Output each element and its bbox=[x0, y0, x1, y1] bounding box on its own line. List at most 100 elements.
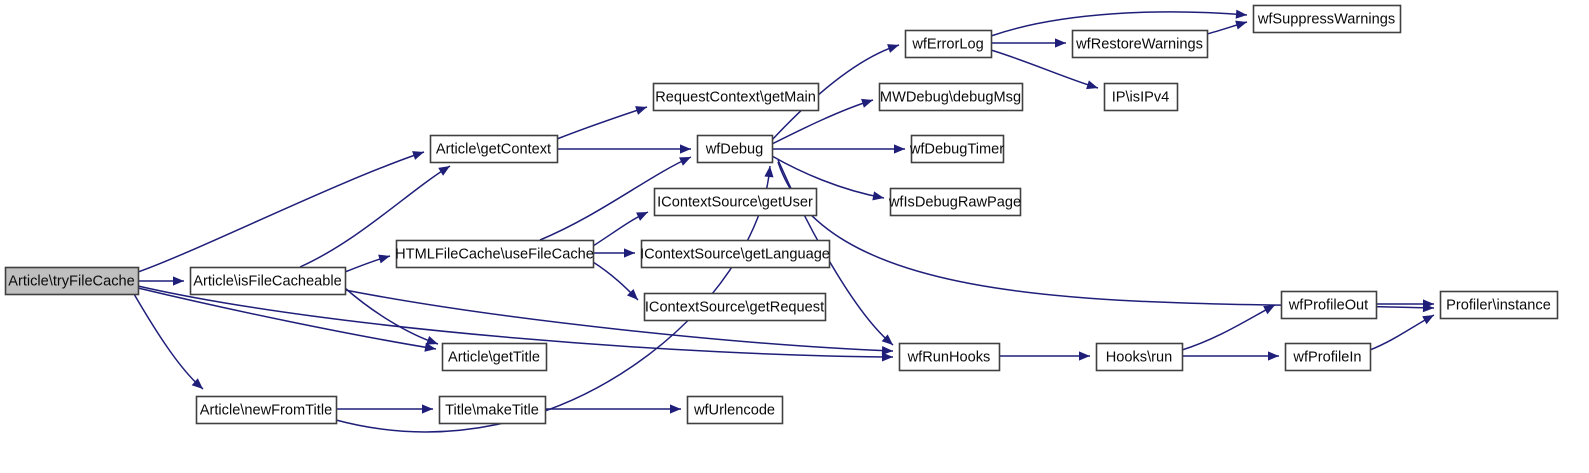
node-box[interactable] bbox=[429, 134, 559, 164]
node-box[interactable] bbox=[1103, 82, 1179, 112]
arrowhead-icon bbox=[872, 191, 884, 201]
node-label: wfDebugTimer bbox=[909, 141, 1004, 157]
graph-node-wfProfileOut[interactable]: wfProfileOut bbox=[1280, 290, 1378, 320]
node-label: Article\tryFileCache bbox=[8, 273, 135, 289]
node-layer: Article\tryFileCache Article\isFileCachea… bbox=[4, 4, 1559, 425]
call-edge bbox=[137, 151, 425, 273]
graph-node-getMain[interactable]: RequestContext\getMain bbox=[652, 82, 820, 112]
node-box[interactable] bbox=[910, 134, 1005, 164]
node-box[interactable] bbox=[898, 342, 1001, 372]
node-box[interactable] bbox=[189, 266, 347, 296]
graph-node-wfRunHooks[interactable]: wfRunHooks bbox=[898, 342, 1001, 372]
node-box[interactable] bbox=[889, 187, 1022, 217]
node-label: IContextSource\getRequest bbox=[645, 299, 824, 315]
graph-node-debugMsg[interactable]: MWDebug\debugMsg bbox=[878, 82, 1024, 112]
node-box[interactable] bbox=[4, 266, 140, 296]
arrowhead-icon bbox=[881, 334, 893, 345]
call-edge bbox=[1181, 304, 1276, 351]
call-edge bbox=[771, 155, 885, 199]
node-box[interactable] bbox=[195, 395, 338, 425]
graph-node-restoreWarn[interactable]: wfRestoreWarnings bbox=[1071, 29, 1209, 59]
node-label: Title\makeTitle bbox=[445, 402, 539, 418]
node-box[interactable] bbox=[438, 395, 547, 425]
node-box[interactable] bbox=[1439, 290, 1559, 320]
arrowhead-icon bbox=[438, 166, 450, 176]
graph-node-wfProfileIn[interactable]: wfProfileIn bbox=[1284, 342, 1372, 372]
graph-node-profilerInst[interactable]: Profiler\instance bbox=[1439, 290, 1559, 320]
graph-node-wfUrlencode[interactable]: wfUrlencode bbox=[686, 395, 784, 425]
arrowhead-icon bbox=[1235, 9, 1247, 19]
graph-node-getContext[interactable]: Article\getContext bbox=[429, 134, 559, 164]
arrowhead-icon bbox=[636, 212, 648, 221]
call-edge bbox=[133, 293, 204, 390]
node-label: wfRestoreWarnings bbox=[1075, 36, 1203, 52]
node-box[interactable] bbox=[686, 395, 784, 425]
graph-node-getRequest[interactable]: IContextSource\getRequest bbox=[643, 292, 827, 322]
node-label: IContextSource\getUser bbox=[657, 194, 813, 210]
graph-node-wfDebug[interactable]: wfDebug bbox=[696, 134, 774, 164]
arrowhead-icon bbox=[624, 248, 635, 258]
arrowhead-icon bbox=[1263, 305, 1275, 315]
node-label: Hooks\run bbox=[1106, 349, 1173, 365]
node-label: Article\getContext bbox=[436, 141, 551, 157]
graph-node-suppressWarn[interactable]: wfSuppressWarnings bbox=[1252, 4, 1402, 34]
graph-node-newFromTitle[interactable]: Article\newFromTitle bbox=[195, 395, 338, 425]
node-label: wfProfileOut bbox=[1288, 297, 1368, 313]
arrowhead-icon bbox=[881, 345, 893, 356]
graph-node-makeTitle[interactable]: Title\makeTitle bbox=[438, 395, 547, 425]
arrowhead-icon bbox=[1422, 315, 1434, 325]
arrowhead-icon bbox=[670, 404, 681, 414]
node-box[interactable] bbox=[640, 239, 831, 269]
call-edge bbox=[137, 287, 437, 350]
node-label: IContextSource\getLanguage bbox=[640, 246, 830, 262]
arrowhead-icon bbox=[191, 378, 203, 389]
arrowhead-icon bbox=[861, 98, 873, 108]
graph-node-isIPv4[interactable]: IP\isIPv4 bbox=[1103, 82, 1179, 112]
call-edge bbox=[299, 165, 451, 268]
arrowhead-icon bbox=[680, 144, 691, 154]
arrowhead-icon bbox=[626, 288, 638, 300]
node-box[interactable] bbox=[653, 187, 818, 217]
node-box[interactable] bbox=[904, 29, 993, 59]
graph-node-wfIsDebugRaw[interactable]: wfIsDebugRawPage bbox=[888, 187, 1022, 217]
node-box[interactable] bbox=[1071, 29, 1209, 59]
node-box[interactable] bbox=[441, 342, 548, 372]
node-label: Profiler\instance bbox=[1446, 297, 1551, 313]
graph-node-isFileCacheable[interactable]: Article\isFileCacheable bbox=[189, 266, 347, 296]
graph-node-wfDebugTimer[interactable]: wfDebugTimer bbox=[909, 134, 1005, 164]
arrowhead-icon bbox=[635, 106, 647, 115]
graph-node-wfErrorLog[interactable]: wfErrorLog bbox=[904, 29, 993, 59]
arrowhead-icon bbox=[1079, 351, 1090, 361]
graph-node-tryFileCache[interactable]: Article\tryFileCache bbox=[4, 266, 140, 296]
edge-layer bbox=[133, 9, 1435, 433]
arrowhead-icon bbox=[173, 276, 184, 286]
arrowhead-icon bbox=[424, 342, 436, 352]
node-label: wfIsDebugRawPage bbox=[888, 194, 1021, 210]
node-label: Article\getTitle bbox=[448, 349, 540, 365]
node-box[interactable] bbox=[652, 82, 820, 112]
arrowhead-icon bbox=[1086, 80, 1098, 90]
arrowhead-icon bbox=[1422, 303, 1434, 313]
call-edge bbox=[777, 161, 1435, 309]
node-box[interactable] bbox=[1280, 290, 1378, 320]
node-label: MWDebug\debugMsg bbox=[880, 89, 1021, 105]
call-edge bbox=[771, 44, 900, 141]
node-box[interactable] bbox=[878, 82, 1024, 112]
arrowhead-icon bbox=[881, 352, 893, 362]
node-box[interactable] bbox=[395, 239, 595, 269]
node-box[interactable] bbox=[1284, 342, 1372, 372]
graph-node-getTitle[interactable]: Article\getTitle bbox=[441, 342, 548, 372]
call-edge bbox=[344, 287, 439, 345]
graph-node-hooksRun[interactable]: Hooks\run bbox=[1095, 342, 1184, 372]
node-box[interactable] bbox=[643, 292, 827, 322]
node-box[interactable] bbox=[1095, 342, 1184, 372]
node-label: RequestContext\getMain bbox=[655, 89, 816, 105]
arrowhead-icon bbox=[378, 254, 390, 264]
node-box[interactable] bbox=[1252, 4, 1402, 34]
graph-node-useFileCache[interactable]: HTMLFileCache\useFileCache bbox=[395, 239, 595, 269]
graph-node-getLanguage[interactable]: IContextSource\getLanguage bbox=[640, 239, 831, 269]
call-edge bbox=[990, 11, 1248, 37]
call-edge bbox=[344, 289, 894, 352]
graph-node-getUser[interactable]: IContextSource\getUser bbox=[653, 187, 818, 217]
node-box[interactable] bbox=[696, 134, 774, 164]
